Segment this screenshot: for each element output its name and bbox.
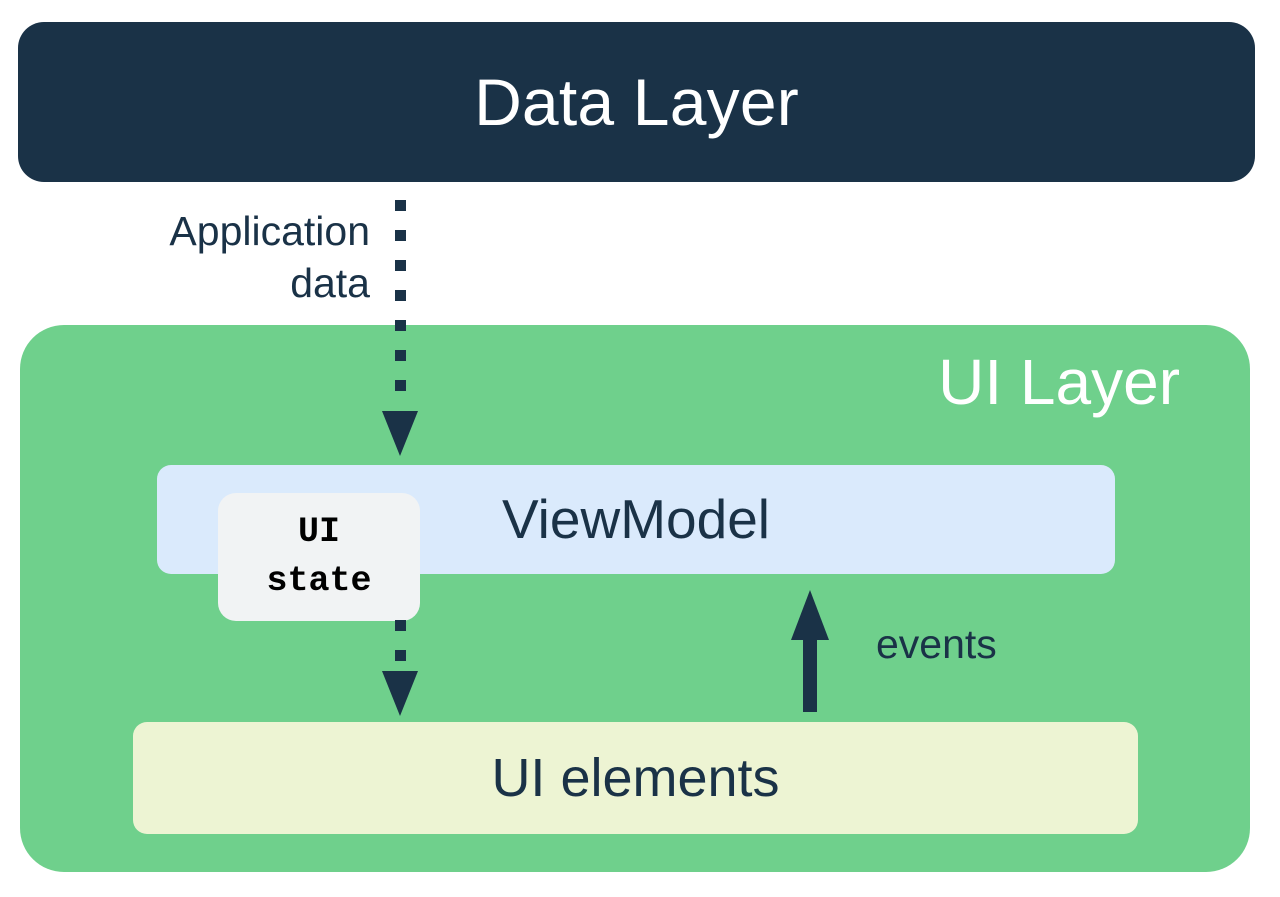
application-data-label-line1: Application [169,208,370,254]
application-data-label-line2: data [290,260,370,307]
ui-layer-title: UI Layer [938,346,1180,418]
ui-state-chip-line2: state [266,561,372,601]
ui-state-dotted-arrow [382,616,418,716]
arrowhead-down-icon [382,411,418,456]
application-data-label: Application data [60,205,370,310]
ui-state-chip: UI state [218,493,420,621]
arrow-dot [395,650,406,661]
arrow-dot [395,320,406,331]
events-arrow-icon [791,590,829,712]
ui-elements-label: UI elements [491,748,780,808]
arrow-dot [395,230,406,241]
arrow-shaft [803,638,817,712]
application-data-dotted-arrow [382,200,418,456]
arrow-dot [395,620,406,631]
data-layer-box: Data Layer [18,22,1255,182]
arrow-dot [395,350,406,361]
events-label: events [876,621,997,667]
arrowhead-down-icon [382,671,418,716]
ui-elements-box: UI elements [133,722,1138,834]
arrow-dot [395,380,406,391]
viewmodel-label: ViewModel [501,488,771,550]
data-layer-title: Data Layer [474,65,799,139]
ui-state-chip-line1: UI [297,512,340,553]
arrow-dot [395,290,406,301]
arrow-dot [395,260,406,271]
arrow-dot [395,200,406,211]
arrowhead-up-icon [791,590,829,640]
